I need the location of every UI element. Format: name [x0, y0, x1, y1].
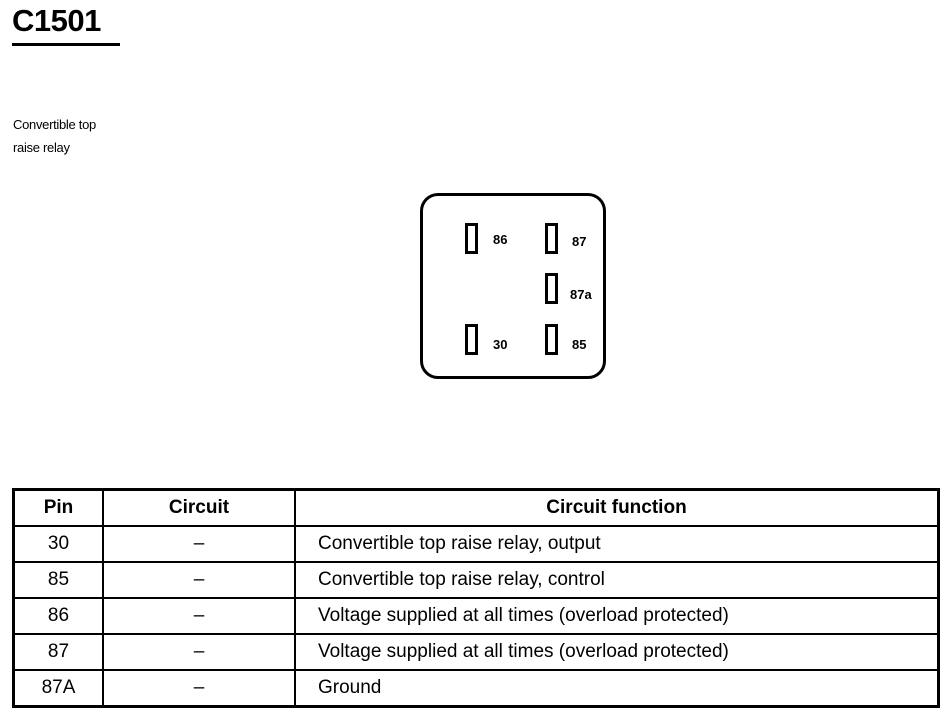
pin-cell: 30: [12, 525, 104, 563]
connector-title: C1501: [12, 3, 101, 38]
function-column-header: Circuit function: [294, 488, 940, 527]
pin-30-terminal: [465, 324, 478, 355]
description-line-2: raise relay: [13, 140, 70, 155]
pin-30-label: 30: [493, 337, 508, 352]
pin-85-terminal: [545, 324, 558, 355]
pin-86-terminal: [465, 223, 478, 254]
pin-87a-terminal: [545, 273, 558, 304]
pin-87a-label: 87a: [570, 287, 592, 302]
pin-cell: 86: [12, 597, 104, 635]
description-line-1: Convertible top: [13, 117, 96, 132]
pin-cell: 87A: [12, 669, 104, 708]
pin-87-terminal: [545, 223, 558, 254]
function-cell: Convertible top raise relay, control: [294, 561, 940, 599]
pin-cell: 85: [12, 561, 104, 599]
table-row: 30 – Convertible top raise relay, output: [12, 525, 940, 563]
table-row: 86 – Voltage supplied at all times (over…: [12, 597, 940, 635]
function-cell: Voltage supplied at all times (overload …: [294, 633, 940, 671]
function-cell: Convertible top raise relay, output: [294, 525, 940, 563]
circuit-cell: –: [102, 525, 296, 563]
pin-cell: 87: [12, 633, 104, 671]
function-cell: Voltage supplied at all times (overload …: [294, 597, 940, 635]
pin-86-label: 86: [493, 232, 508, 247]
pin-85-label: 85: [572, 337, 587, 352]
pin-column-header: Pin: [12, 488, 104, 527]
table-row: 85 – Convertible top raise relay, contro…: [12, 561, 940, 599]
circuit-cell: –: [102, 669, 296, 708]
component-description: Convertible top raise relay: [13, 113, 96, 159]
circuit-cell: –: [102, 597, 296, 635]
circuit-column-header: Circuit: [102, 488, 296, 527]
function-cell: Ground: [294, 669, 940, 708]
pin-87-label: 87: [572, 234, 587, 249]
table-row: 87 – Voltage supplied at all times (over…: [12, 633, 940, 671]
circuit-cell: –: [102, 561, 296, 599]
table-header-row: Pin Circuit Circuit function: [12, 488, 940, 527]
title-underline: [12, 43, 120, 46]
circuit-cell: –: [102, 633, 296, 671]
table-row: 87A – Ground: [12, 669, 940, 708]
pin-function-table: Pin Circuit Circuit function 30 – Conver…: [12, 488, 940, 708]
relay-connector-diagram: 86 87 87a 30 85: [420, 193, 606, 379]
